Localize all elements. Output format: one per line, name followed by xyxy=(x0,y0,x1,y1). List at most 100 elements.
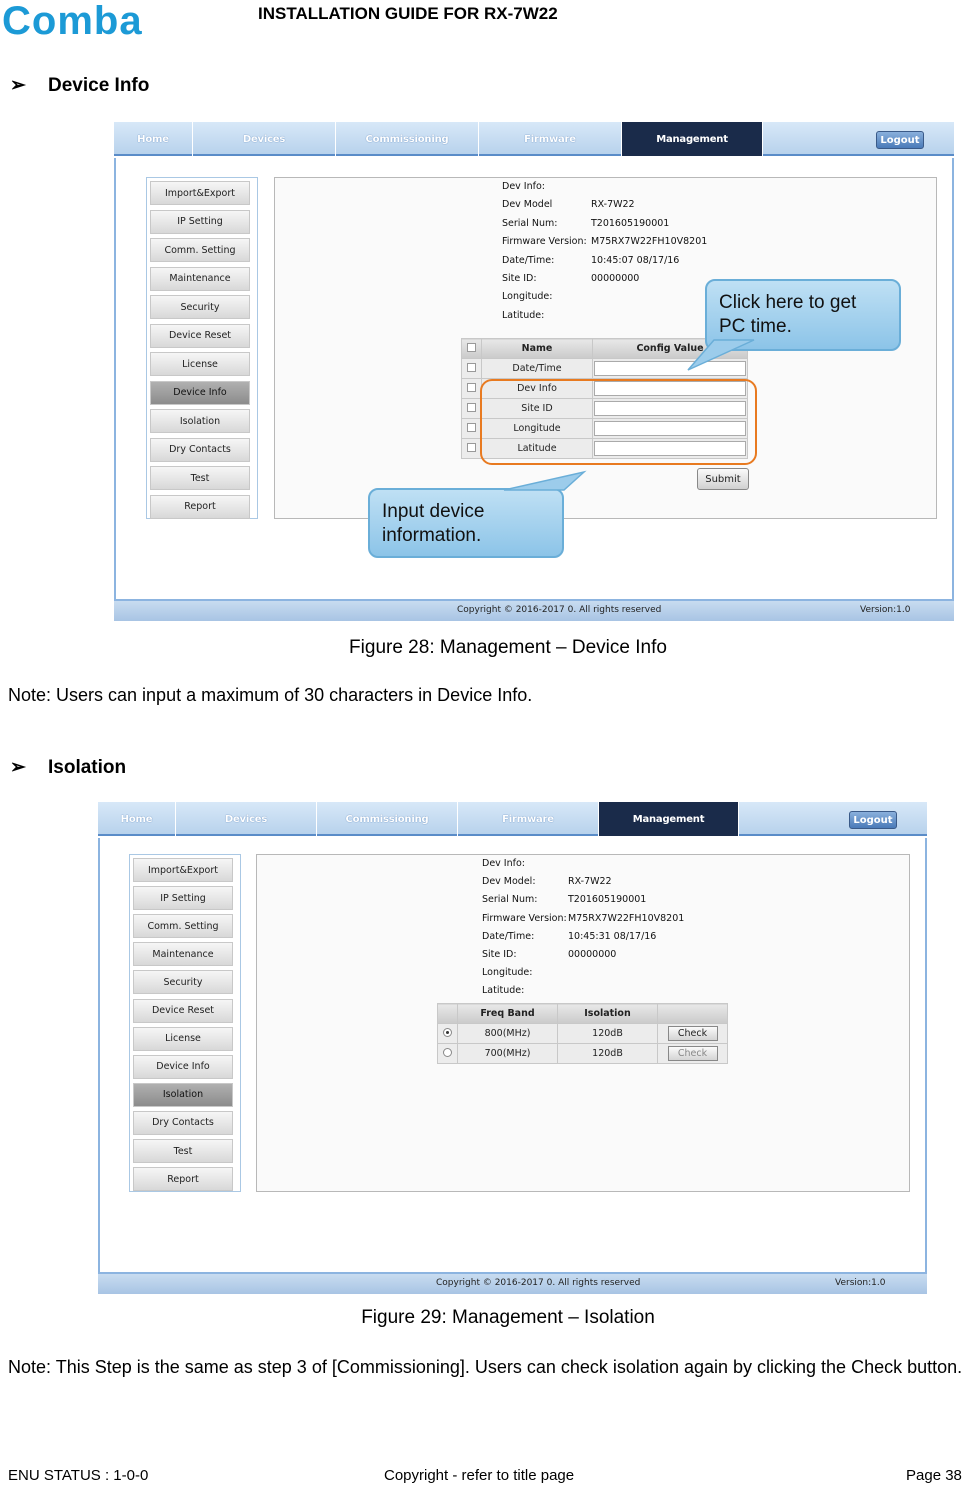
tab-devices[interactable]: Devices xyxy=(176,802,317,836)
sidebar-item-maintenance[interactable]: Maintenance xyxy=(133,942,233,967)
sidebar-item-license[interactable]: License xyxy=(150,352,250,376)
content-area xyxy=(114,158,954,601)
sidebar-item-import-export[interactable]: Import&Export xyxy=(133,858,233,882)
table-row: Longitude xyxy=(461,418,748,439)
sidebar-item-comm-setting[interactable]: Comm. Setting xyxy=(133,914,233,939)
sidebar-item-test[interactable]: Test xyxy=(133,1139,233,1163)
select-header xyxy=(437,1003,458,1024)
top-nav: Home Devices Commissioning Firmware Mana… xyxy=(98,802,927,836)
table-row: 800(MHz)120dB Check xyxy=(437,1023,728,1044)
info-label: Serial Num: xyxy=(502,217,558,229)
figure-29-caption: Figure 29: Management – Isolation xyxy=(361,1307,655,1328)
info-label: Site ID: xyxy=(482,949,517,960)
tab-firmware[interactable]: Firmware xyxy=(479,122,622,156)
info-value: M75RX7W22FH10V8201 xyxy=(591,236,708,248)
row-checkbox[interactable] xyxy=(467,362,476,372)
select-all-checkbox[interactable] xyxy=(467,342,476,352)
sidebar-item-device-reset[interactable]: Device Reset xyxy=(133,998,233,1023)
footer-status: ENU STATUS : 1-0-0 xyxy=(8,1467,149,1484)
row-checkbox[interactable] xyxy=(467,382,476,392)
isolation-cell: 120dB xyxy=(557,1023,658,1044)
sidebar-item-device-reset[interactable]: Device Reset xyxy=(150,323,250,348)
config-value-input[interactable] xyxy=(594,421,746,436)
freq-band-cell: 800(MHz) xyxy=(457,1023,558,1044)
sidebar-item-security[interactable]: Security xyxy=(133,970,233,995)
version-text: Version:1.0 xyxy=(835,1278,886,1288)
info-label: Dev Info: xyxy=(482,858,525,869)
col-freq-band: Freq Band xyxy=(457,1003,558,1024)
tab-devices[interactable]: Devices xyxy=(193,122,336,156)
row-checkbox[interactable] xyxy=(467,402,476,412)
bullet-arrow-icon: ➢ xyxy=(10,757,26,778)
sidebar-item-isolation[interactable]: Isolation xyxy=(150,409,250,433)
row-select xyxy=(461,398,482,419)
section-heading-isolation: ➢Isolation xyxy=(10,756,126,779)
callout-pointer xyxy=(687,339,755,371)
info-label: Dev Model xyxy=(502,199,553,211)
svg-text:Comba: Comba xyxy=(2,2,143,40)
section-title: Device Info xyxy=(48,75,150,96)
info-label: Longitude: xyxy=(502,291,553,303)
footer-bar: Copyright © 2016-2017 0. All rights rese… xyxy=(98,1274,927,1294)
row-checkbox[interactable] xyxy=(467,422,476,432)
info-label: Date/Time: xyxy=(482,930,535,942)
sidebar-item-report[interactable]: Report xyxy=(133,1167,233,1192)
sidebar-item-import-export[interactable]: Import&Export xyxy=(150,181,250,205)
sidebar-item-maintenance[interactable]: Maintenance xyxy=(150,266,250,291)
sidebar-item-security[interactable]: Security xyxy=(150,295,250,319)
tab-commissioning[interactable]: Commissioning xyxy=(317,802,458,836)
footer-bar: Copyright © 2016-2017 0. All rights rese… xyxy=(114,601,954,621)
action-cell: Check xyxy=(657,1023,728,1044)
check-button[interactable]: Check xyxy=(667,1026,718,1041)
tab-management[interactable]: Management xyxy=(622,122,763,156)
logout-button[interactable]: Logout xyxy=(876,131,924,149)
figure-28-screenshot: Home Devices Commissioning Firmware Mana… xyxy=(114,122,954,621)
callout-pointer xyxy=(503,470,587,491)
sidebar-item-dry-contacts[interactable]: Dry Contacts xyxy=(133,1110,233,1135)
info-label: Firmware Version: xyxy=(502,236,587,248)
band-radio[interactable] xyxy=(443,1047,452,1057)
info-value: M75RX7W22FH10V8201 xyxy=(568,912,685,924)
sidebar-item-isolation[interactable]: Isolation xyxy=(133,1082,233,1107)
info-value: 00000000 xyxy=(568,949,617,960)
callout-pc-time: Click here to get PC time. xyxy=(705,279,901,351)
submit-button[interactable]: Submit xyxy=(697,468,749,490)
config-value-input[interactable] xyxy=(594,361,746,376)
sidebar-item-test[interactable]: Test xyxy=(150,466,250,490)
sidebar-item-device-info[interactable]: Device Info xyxy=(133,1054,233,1079)
info-label: Firmware Version: xyxy=(482,912,567,924)
logout-button[interactable]: Logout xyxy=(849,811,897,829)
config-value-input[interactable] xyxy=(594,401,746,416)
document-title: INSTALLATION GUIDE FOR RX-7W22 xyxy=(258,4,558,23)
row-name: Latitude xyxy=(481,438,593,459)
note-isolation: Note: This Step is the same as step 3 of… xyxy=(8,1357,963,1377)
freq-band-cell: 700(MHz) xyxy=(457,1043,558,1064)
section-heading-device-info: ➢Device Info xyxy=(10,74,149,97)
config-value-input[interactable] xyxy=(594,441,746,456)
sidebar-item-ip-setting[interactable]: IP Setting xyxy=(150,209,250,234)
sidebar-item-comm-setting[interactable]: Comm. Setting xyxy=(150,238,250,262)
tab-management[interactable]: Management xyxy=(599,802,739,836)
tab-home[interactable]: Home xyxy=(114,122,193,156)
row-checkbox[interactable] xyxy=(467,442,476,452)
band-radio[interactable] xyxy=(443,1027,452,1037)
row-value-cell xyxy=(592,438,748,459)
tab-commissioning[interactable]: Commissioning xyxy=(336,122,479,156)
row-select xyxy=(461,438,482,459)
col-action xyxy=(657,1003,728,1024)
copyright-text: Copyright © 2016-2017 0. All rights rese… xyxy=(436,1278,641,1288)
sidebar-item-license[interactable]: License xyxy=(133,1026,233,1051)
tab-firmware[interactable]: Firmware xyxy=(458,802,599,836)
sidebar-item-dry-contacts[interactable]: Dry Contacts xyxy=(150,437,250,462)
info-label: Date/Time: xyxy=(502,254,555,266)
comba-logo: Comba xyxy=(2,2,143,40)
row-value-cell xyxy=(592,378,748,399)
sidebar-item-report[interactable]: Report xyxy=(150,494,250,519)
sidebar-item-ip-setting[interactable]: IP Setting xyxy=(133,886,233,911)
top-nav: Home Devices Commissioning Firmware Mana… xyxy=(114,122,954,156)
sidebar-item-device-info[interactable]: Device Info xyxy=(150,380,250,405)
tab-home[interactable]: Home xyxy=(98,802,176,836)
check-button[interactable]: Check xyxy=(667,1046,718,1061)
content-area xyxy=(98,838,927,1274)
